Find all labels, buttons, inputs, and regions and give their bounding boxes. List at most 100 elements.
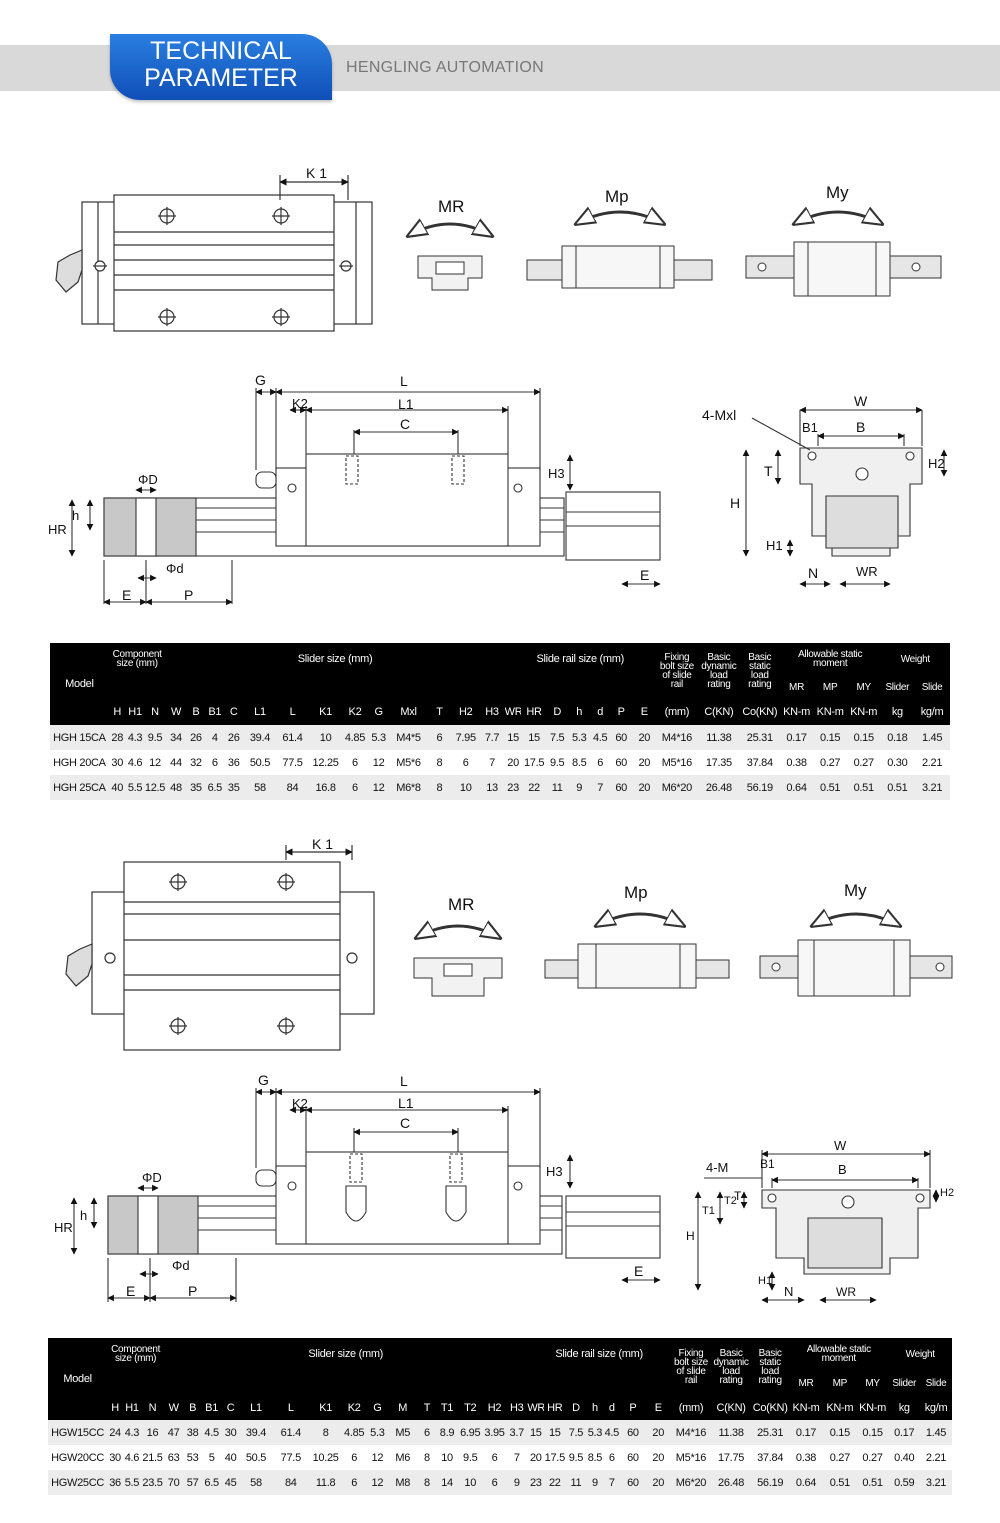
table-cell: 9.5 [565, 1445, 587, 1470]
header-component: Component size (mm) [108, 643, 166, 675]
table-cell: 0.27 [822, 1445, 857, 1470]
block-top-view-1 [55, 175, 373, 332]
column-header: T [417, 1396, 437, 1420]
table-cell: 9 [506, 1470, 528, 1495]
label-h-small: h [72, 508, 79, 523]
table-cell: 0.15 [846, 725, 881, 750]
column-header: L [271, 1396, 310, 1420]
table-cell: 11.38 [711, 1420, 752, 1445]
table-cell: 6 [482, 1445, 507, 1470]
table-cell: 6.5 [205, 775, 225, 800]
table-cell: 20 [645, 1470, 671, 1495]
table-cell: 17.5 [521, 750, 547, 775]
table-cell: 0.15 [856, 1420, 889, 1445]
table-cell: 84 [276, 775, 309, 800]
table-cell: 77.5 [271, 1445, 310, 1470]
table-cell: 0.30 [880, 750, 915, 775]
table-cell: 0.38 [789, 1445, 823, 1470]
column-header: d [590, 699, 610, 725]
table-cell: 6 [452, 750, 480, 775]
table-cell: 8 [309, 1420, 342, 1445]
column-header: Co(KN) [739, 699, 780, 725]
table-cell: 34 [165, 725, 187, 750]
table-cell: 7 [603, 1470, 621, 1495]
table-cell: 0.51 [822, 1470, 857, 1495]
label-k2: K2 [292, 396, 308, 411]
column-header: H [107, 1396, 123, 1420]
label-h3-2: H3 [546, 1164, 563, 1179]
table-cell: 1.45 [914, 725, 950, 750]
label-n: N [808, 565, 818, 581]
table-cell: 6.5 [202, 1470, 222, 1495]
table-cell: 6 [426, 725, 453, 750]
label-hr-2: HR [54, 1220, 73, 1235]
column-header: W [165, 699, 187, 725]
column-header: d [603, 1396, 621, 1420]
label-b-2: B [838, 1162, 847, 1177]
table-cell: 7.5 [565, 1420, 587, 1445]
table-cell: 35 [186, 775, 206, 800]
table-cell: 7.5 [546, 725, 568, 750]
table-cell: 0.17 [779, 725, 814, 750]
column-header: H3 [506, 1396, 528, 1420]
label-t2-2: T2 [724, 1195, 737, 1207]
table-cell: 23 [527, 1470, 545, 1495]
label-l1-2: L1 [398, 1095, 414, 1111]
table-cell: 6 [590, 750, 610, 775]
table-cell: 20 [504, 750, 522, 775]
table-cell: 6 [482, 1470, 507, 1495]
label-l-2: L [400, 1073, 408, 1089]
model-cell: HGH 15CA [50, 725, 109, 750]
label-phi-d-small-2: Φd [172, 1258, 190, 1273]
header-rail-2: Slide rail size (mm) [527, 1338, 671, 1370]
table-cell: 5.5 [122, 1470, 141, 1495]
header-sub: MY [856, 1370, 889, 1396]
column-header: KN-m [779, 699, 814, 725]
header-dyn: Basic dynamic load rating [697, 643, 740, 699]
table-cell: 35 [224, 775, 244, 800]
label-e-rail: E [640, 567, 649, 583]
column-header: D [565, 1396, 587, 1420]
table-cell: 60 [609, 775, 633, 800]
column-header: P [620, 1396, 646, 1420]
table-cell: 11 [546, 775, 568, 800]
column-header: H3 [479, 699, 505, 725]
table-cell: 20 [645, 1445, 671, 1470]
header-sub: Slide [920, 1370, 952, 1396]
table-cell: 5.3 [586, 1420, 604, 1445]
column-header: B1 [205, 699, 225, 725]
header-sub: MY [846, 675, 881, 699]
column-header: K2 [341, 1396, 367, 1420]
table-cell: 60 [620, 1470, 646, 1495]
column-header: G [367, 699, 391, 725]
label-b1-2: B1 [760, 1157, 775, 1171]
column-header: C [221, 1396, 241, 1420]
table-cell: 50.5 [240, 1445, 272, 1470]
table-cell: 0.59 [888, 1470, 921, 1495]
header-moment-2: Allowable static moment [789, 1338, 889, 1370]
column-header: B1 [202, 1396, 222, 1420]
table-cell: 12.25 [308, 750, 343, 775]
table-cell: 70 [164, 1470, 184, 1495]
table-cell: 60 [609, 750, 633, 775]
section-title: TECHNICAL PARAMETER [144, 37, 298, 92]
column-header: G [366, 1396, 388, 1420]
label-h1: H1 [766, 538, 783, 553]
table-cell: 0.38 [779, 750, 814, 775]
table-cell: 6 [341, 1470, 367, 1495]
label-m-hole-2: 4-M [706, 1160, 728, 1175]
table-cell: 14 [436, 1470, 458, 1495]
table-cell: 6 [603, 1445, 621, 1470]
label-mr: MR [438, 197, 464, 216]
column-header: E [645, 1396, 671, 1420]
label-e: E [122, 587, 131, 603]
block-top-view-2 [65, 845, 375, 1051]
header-moment: Allowable static moment [779, 643, 881, 675]
table-cell: M6 [387, 1445, 418, 1470]
table-cell: 61.4 [271, 1420, 310, 1445]
label-wr-2: WR [836, 1285, 856, 1299]
table-cell: 6 [342, 775, 368, 800]
table-cell: 60 [620, 1420, 646, 1445]
